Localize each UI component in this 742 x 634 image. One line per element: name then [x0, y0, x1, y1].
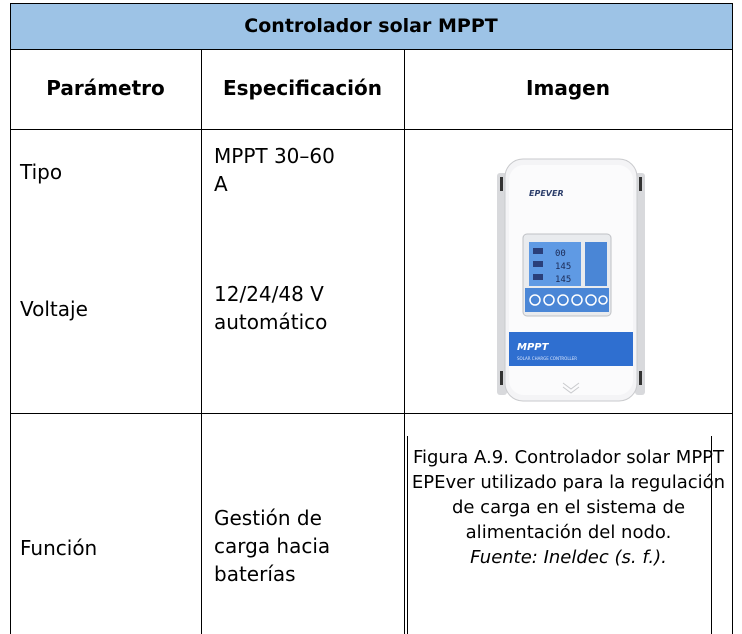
- figure-caption: Figura A.9. Controlador solar MPPT EPEve…: [405, 445, 732, 570]
- table-top-border: [10, 3, 733, 4]
- lcd-line-3: 145: [555, 275, 571, 285]
- right-border: [732, 3, 733, 634]
- col1-divider: [201, 49, 202, 634]
- colhead-especificacion: Especificación: [222, 76, 383, 100]
- left-border: [10, 3, 11, 634]
- caption-text: Figura A.9. Controlador solar MPPT EPEve…: [411, 447, 726, 543]
- lcd-line-2: 145: [555, 262, 571, 272]
- row-funcion-spec: Gestión de carga hacia baterías: [214, 506, 331, 586]
- device-label: MPPT: [517, 342, 550, 353]
- brand-logo-text: EPEVER: [529, 189, 564, 198]
- row2-bottom-border: [10, 413, 733, 414]
- row-voltaje-spec: 12/24/48 V automático: [214, 282, 328, 334]
- header-bottom-border: [10, 49, 733, 50]
- colhead-imagen: Imagen: [526, 76, 610, 100]
- col2-divider: [404, 49, 405, 634]
- mppt-controller-image: EPEVER 00 145 145 MPPT SOLAR CHARGE CONT…: [497, 157, 645, 404]
- row-tipo-param: Tipo: [20, 160, 63, 184]
- caption-box-right: [711, 436, 712, 634]
- row-tipo-spec: MPPT 30–60 A: [214, 144, 335, 196]
- colhead-parametro: Parámetro: [46, 76, 165, 100]
- caption-box-left: [407, 436, 408, 634]
- table-title-band: Controlador solar MPPT: [10, 3, 732, 49]
- mppt-controller-illustration: EPEVER 00 145 145 MPPT SOLAR CHARGE CONT…: [497, 158, 645, 402]
- table-title: Controlador solar MPPT: [244, 15, 498, 37]
- device-sublabel: SOLAR CHARGE CONTROLLER: [517, 356, 577, 361]
- lcd-line-1: 00: [555, 249, 566, 259]
- row-voltaje-param: Voltaje: [20, 297, 88, 321]
- caption-source: Fuente: Ineldec (s. f.).: [470, 547, 667, 568]
- row-funcion-param: Función: [20, 536, 98, 560]
- colhead-bottom-border: [10, 129, 733, 130]
